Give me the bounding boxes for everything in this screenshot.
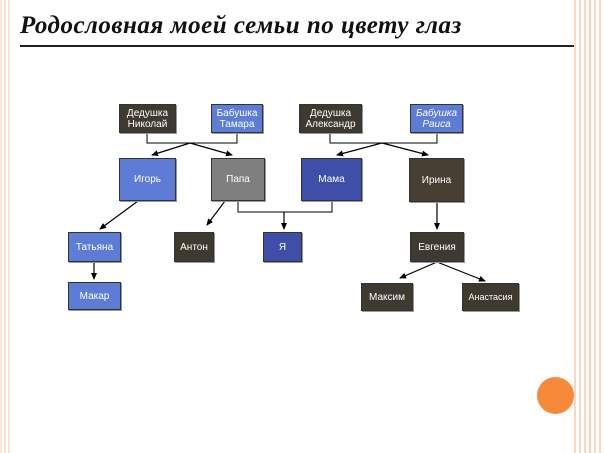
node-grandpa-nikolai: Дедушка Николай <box>119 104 176 133</box>
node-papa: Папа <box>211 158 265 201</box>
arrow-to-mama <box>336 142 383 157</box>
left-border-stripes <box>0 0 12 453</box>
arrow-to-anton <box>206 200 226 226</box>
node-tatyana: Татьяна <box>68 232 121 262</box>
node-ya: Я <box>263 232 302 262</box>
node-makar: Макар <box>68 282 121 310</box>
arrow-to-papa <box>189 142 233 157</box>
node-grandma-tamara: Бабушка Тамара <box>211 104 263 133</box>
node-anastasia: Анастасия <box>462 283 519 311</box>
arrow-to-maxim <box>399 261 438 279</box>
arrow-to-irina <box>381 142 429 157</box>
arrow-to-anastasia <box>436 261 486 282</box>
right-border-stripes <box>574 0 604 453</box>
arrow-to-tatyana <box>99 200 139 230</box>
node-grandma-raisa: Бабушка Раиса <box>410 104 463 133</box>
page-title: Родословная моей семьи по цвету глаз <box>20 12 462 39</box>
node-maxim: Максим <box>361 283 413 311</box>
node-grandpa-alexander: Дедушка Александр <box>299 104 362 133</box>
node-mama: Мама <box>301 158 362 201</box>
arrow-to-igor <box>151 142 191 157</box>
node-evgenia: Евгения <box>410 232 464 262</box>
connector-grandparents-left <box>146 133 238 144</box>
title-underline <box>20 45 574 47</box>
node-anton: Антон <box>174 232 214 262</box>
decorative-orange-circle <box>537 377 574 414</box>
connector-grandparents-right <box>329 133 438 144</box>
node-igor: Игорь <box>119 158 176 201</box>
connector-parents <box>237 201 333 213</box>
node-irina: Ирина <box>409 158 464 202</box>
